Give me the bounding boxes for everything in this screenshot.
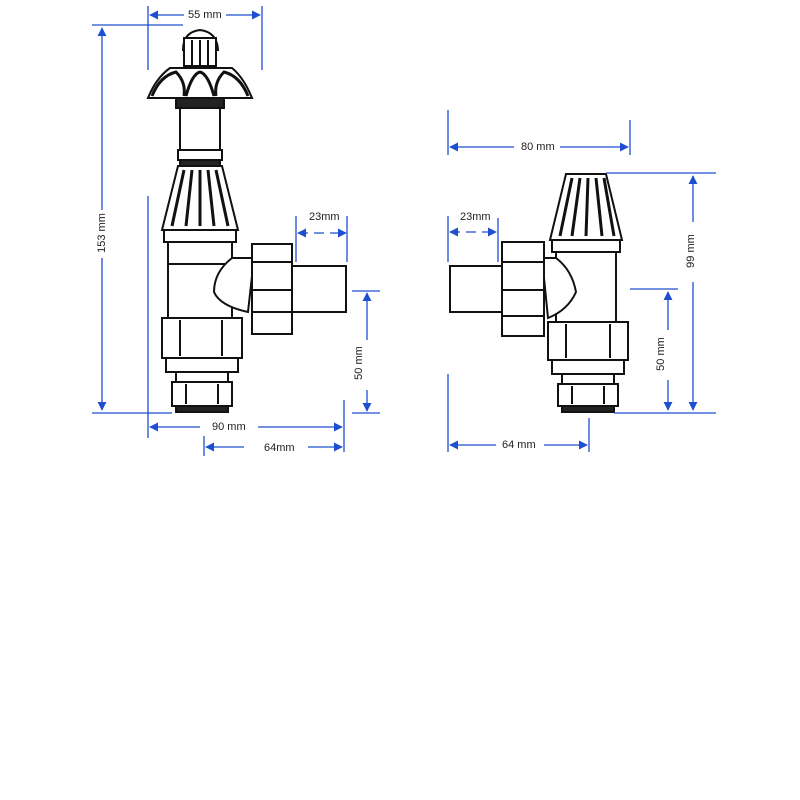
left-valve — [146, 28, 347, 413]
right-total-height-label: 99 mm — [684, 232, 697, 270]
right-centre-to-tail-label: 64 mm — [500, 439, 538, 451]
right-dimensions — [447, 110, 716, 452]
left-centre-to-tail-label: 64mm — [262, 442, 297, 454]
right-valve — [449, 173, 629, 413]
right-tail-height-label: 50 mm — [654, 335, 667, 373]
left-total-height-label: 153 mm — [95, 211, 108, 255]
right-tail-length-label: 23mm — [458, 211, 493, 223]
right-overall-width-label: 80 mm — [519, 141, 557, 153]
left-tail-length-label: 23mm — [307, 211, 342, 223]
left-overall-width-label: 90 mm — [210, 421, 248, 433]
left-dimensions — [92, 6, 380, 456]
left-top-width-label: 55 mm — [186, 9, 224, 21]
left-tail-height-label: 50 mm — [352, 344, 365, 382]
